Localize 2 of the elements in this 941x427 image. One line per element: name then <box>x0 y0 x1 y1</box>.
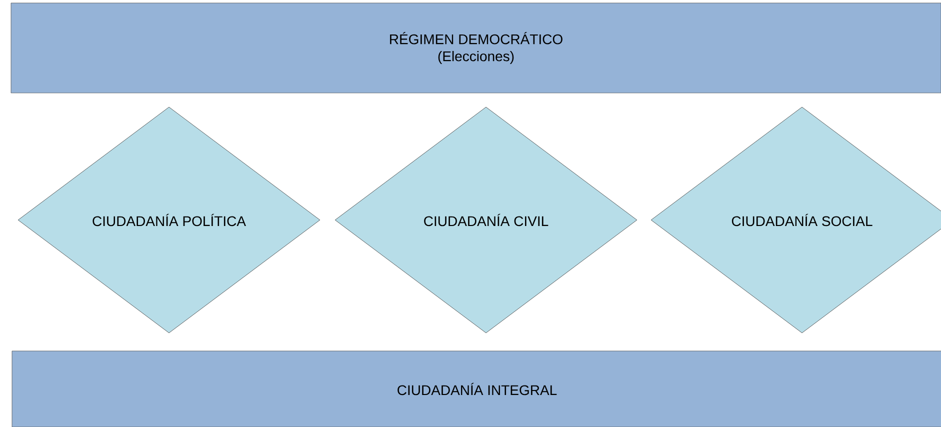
banner-box: RÉGIMEN DEMOCRÁTICO (Elecciones) <box>10 2 941 94</box>
banner-box: CIUDADANÍA INTEGRAL <box>12 350 941 427</box>
